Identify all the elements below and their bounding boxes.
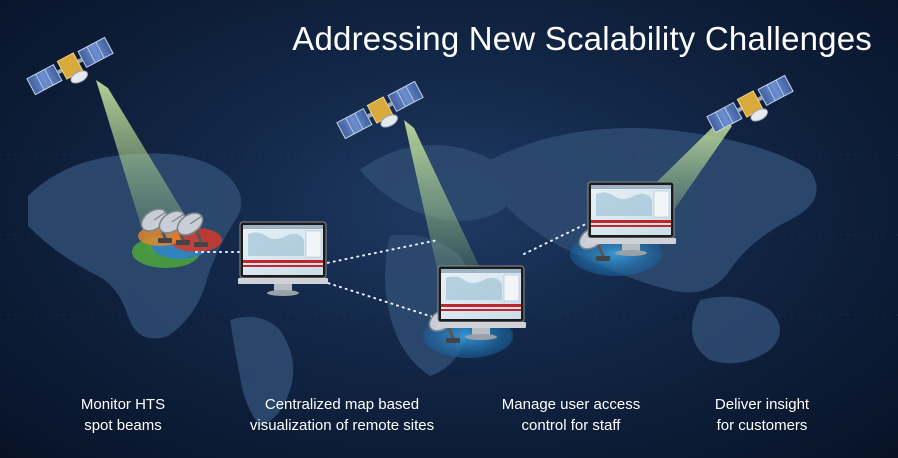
computer-monitor-icon: [237, 221, 329, 297]
caption-line: Monitor HTS: [80, 396, 166, 413]
slide-title: Addressing New Scalability Challenges: [292, 20, 872, 57]
caption-centralized-map: Centralized map based visualization of r…: [232, 394, 452, 436]
caption-deliver-insight: Deliver insight for customers: [652, 394, 872, 436]
caption-line: spot beams: [84, 417, 162, 434]
caption-monitor-hts: Monitor HTS spot beams: [13, 394, 233, 436]
caption-user-access: Manage user access control for staff: [461, 394, 681, 436]
caption-line: Centralized map based: [264, 396, 420, 413]
caption-line: visualization of remote sites: [249, 417, 435, 434]
caption-line: control for staff: [521, 417, 621, 434]
beam-2: [404, 120, 480, 282]
caption-line: Deliver insight: [714, 396, 810, 413]
caption-line: Manage user access: [501, 396, 641, 413]
caption-line: for customers: [716, 417, 808, 434]
